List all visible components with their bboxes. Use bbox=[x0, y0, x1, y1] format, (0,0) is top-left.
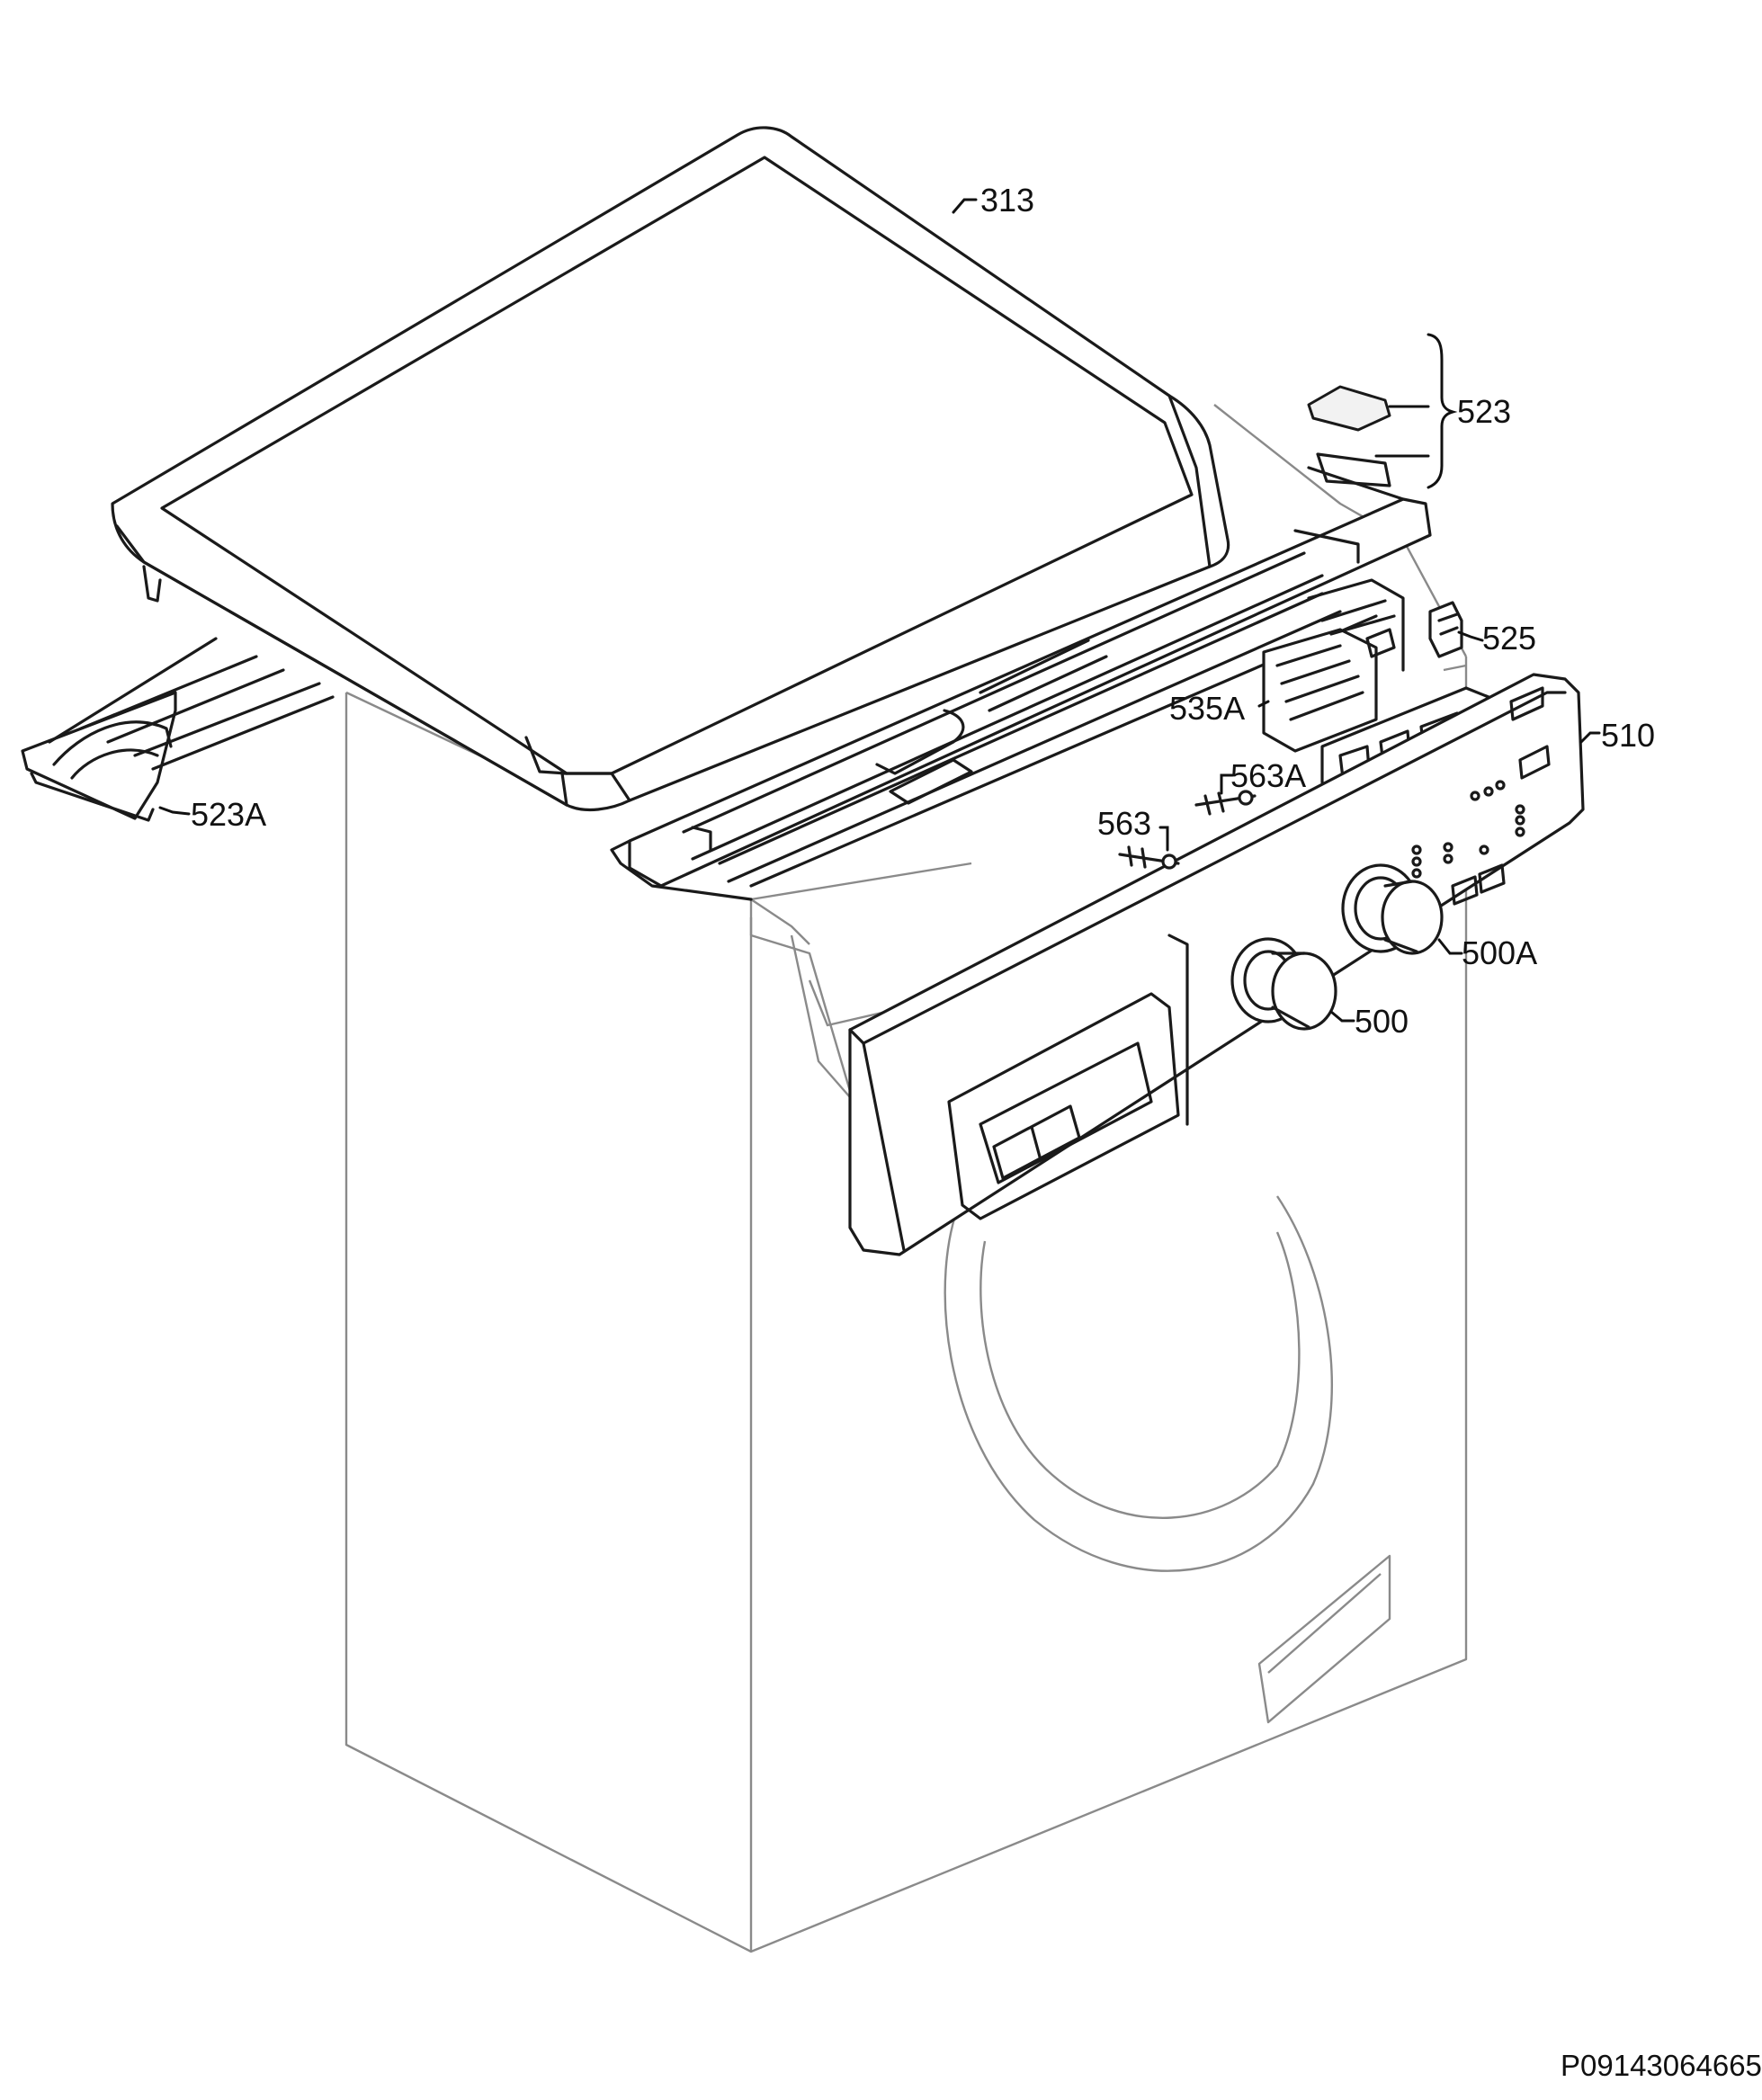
leader-lines bbox=[158, 198, 1601, 1023]
module-535A bbox=[1262, 578, 1405, 753]
leader-510 bbox=[1579, 731, 1601, 744]
callout-510: 510 bbox=[1601, 717, 1655, 754]
leader-535A bbox=[1257, 700, 1270, 708]
callout-labels: 313 523 525 535A 510 563A 563 523A 500A … bbox=[191, 182, 1655, 1040]
lid-313 bbox=[111, 126, 1230, 811]
pad-523 bbox=[1307, 385, 1391, 432]
knob-500 bbox=[1230, 937, 1337, 1031]
top-rail-523 bbox=[610, 452, 1432, 901]
callout-525: 525 bbox=[1482, 620, 1536, 657]
callout-523: 523 bbox=[1457, 393, 1511, 430]
drawing-code: P09143064665 bbox=[1561, 2049, 1762, 2082]
door-outline bbox=[944, 1195, 1333, 1572]
callout-500: 500 bbox=[1355, 1003, 1409, 1040]
callout-523A: 523A bbox=[191, 796, 266, 833]
brace-523 bbox=[1427, 333, 1458, 489]
leader-523A bbox=[158, 806, 191, 816]
leader-525 bbox=[1457, 630, 1484, 642]
callout-535A: 535A bbox=[1169, 690, 1245, 727]
callout-563A: 563A bbox=[1230, 757, 1306, 794]
callout-500A: 500A bbox=[1462, 934, 1537, 971]
knob-500A bbox=[1341, 863, 1444, 955]
bracket-523A bbox=[21, 637, 335, 822]
leader-313 bbox=[952, 198, 978, 214]
callout-313: 313 bbox=[980, 182, 1034, 219]
fastener-563 bbox=[1118, 845, 1180, 870]
fastener-563A bbox=[1194, 790, 1257, 816]
leader-500A bbox=[1437, 938, 1463, 955]
control-panel-510 bbox=[848, 673, 1585, 1256]
sensor-525 bbox=[1428, 601, 1463, 658]
leader-563 bbox=[1158, 826, 1169, 852]
callout-563: 563 bbox=[1097, 805, 1151, 842]
service-hatch bbox=[1257, 1554, 1391, 1724]
leader-500 bbox=[1329, 1010, 1355, 1023]
leader-563A bbox=[1220, 773, 1234, 795]
